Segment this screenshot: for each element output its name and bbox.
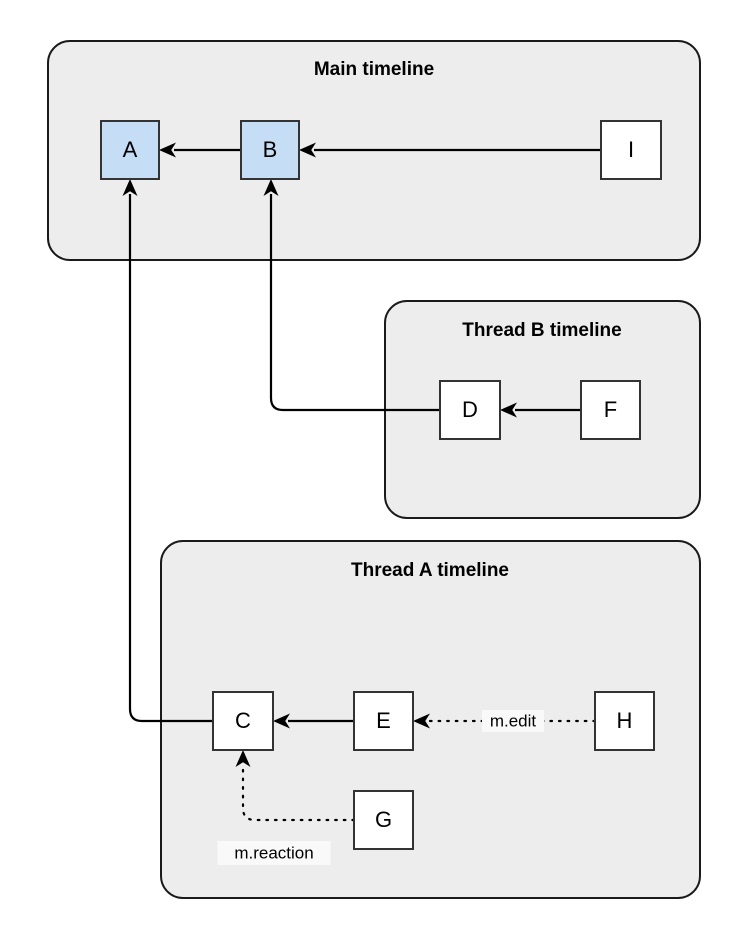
edge-label-background [217,841,331,865]
event-label: A [123,137,138,162]
event-node-F[interactable]: F [580,380,641,440]
edge-h-to-e [413,713,597,729]
event-node-D[interactable]: D [439,380,501,440]
arrowhead-icon [273,713,290,729]
container-body [160,540,701,899]
edge-line [128,194,213,723]
edge-e-to-c [273,713,354,729]
edge-g-to-c [235,750,356,822]
edge-label-text: m.reaction [234,843,313,862]
event-label: B [263,137,278,162]
event-node-H[interactable]: H [594,691,655,751]
event-box[interactable] [439,380,501,440]
edge-d-to-b [263,179,440,412]
arrowhead-icon [159,142,176,158]
edge-label-background [482,710,544,732]
event-edges [122,142,601,822]
event-node-E[interactable]: E [353,691,414,751]
event-box[interactable] [212,691,274,751]
event-node-G[interactable]: G [353,790,414,850]
container-title: Thread B timeline [462,320,621,341]
arrowhead-icon [500,402,517,418]
event-node-C[interactable]: C [212,691,274,751]
arrowhead-icon [413,713,430,729]
edge-i-to-b [299,142,601,158]
event-label: C [235,708,251,733]
arrowhead-icon [122,179,138,196]
event-box[interactable] [600,120,662,180]
event-node-I[interactable]: I [600,120,662,180]
event-box[interactable] [100,120,160,180]
container-title: Thread A timeline [351,560,509,581]
edge-label-h-to-e: m.edit [482,710,544,732]
arrowhead-icon [235,750,251,767]
event-node-A[interactable]: A [100,120,160,180]
event-nodes: A B I D F C E H G [100,120,662,850]
edge-label-g-to-c: m.reaction [217,841,331,865]
container-title: Main timeline [314,59,434,80]
event-box[interactable] [594,691,655,751]
event-label: H [617,708,633,733]
edge-f-to-d [500,402,581,418]
event-label: F [604,397,617,422]
event-box[interactable] [353,691,414,751]
arrowhead-icon [263,179,279,196]
edge-label-text: m.edit [490,711,537,730]
event-label: D [462,397,478,422]
event-box[interactable] [240,120,300,180]
event-label: I [628,137,634,162]
event-box[interactable] [580,380,641,440]
edge-labels: m.edit m.reaction [217,710,544,865]
edge-c-to-a [122,179,213,723]
edge-line [269,194,440,412]
timeline-container-thread-a: Thread A timeline [160,540,701,899]
arrowhead-icon [299,142,316,158]
event-label: G [375,807,392,832]
event-label: E [376,708,391,733]
event-node-B[interactable]: B [240,120,300,180]
edge-b-to-a [159,142,241,158]
event-box[interactable] [353,790,414,850]
